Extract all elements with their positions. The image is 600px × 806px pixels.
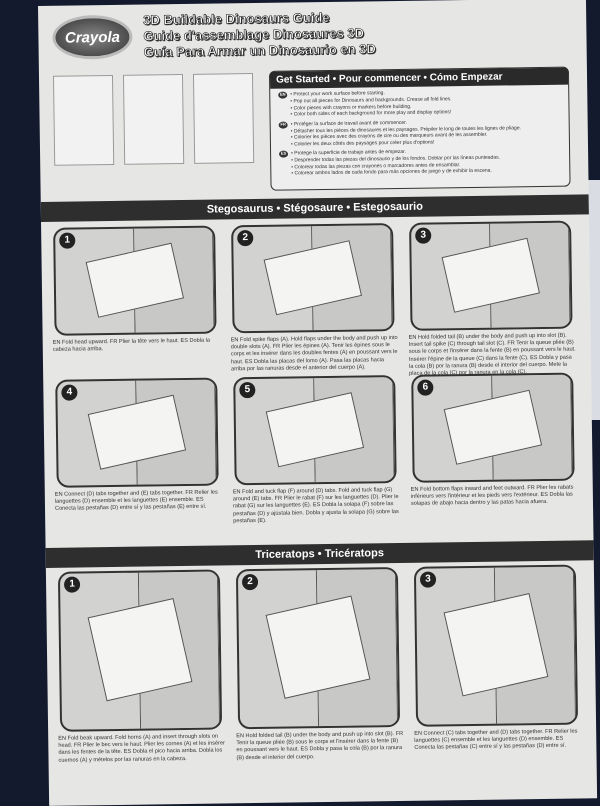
- step-panel: 3: [413, 564, 579, 727]
- title-es: Guía Para Armar un Dinosaurio en 3D: [143, 41, 376, 60]
- step-instructions: EN Connect (C) tabs together and (D) tab…: [414, 728, 578, 752]
- step-instructions: EN Hold folded tail (B) under the body a…: [408, 332, 576, 377]
- instruction-sheet: Crayola 3D Buildable Dinosaurs Guide Gui…: [38, 0, 598, 806]
- triceratops-banner: Triceratops • Tricératops: [45, 540, 594, 568]
- get-started-section: ES• Protege la superficie de trabajo ant…: [279, 147, 561, 177]
- step-number: 4: [61, 384, 78, 401]
- instruction-line: • Protéger la surface de travail avant d…: [290, 119, 407, 127]
- get-started-section: EN• Protect your work surface before sta…: [278, 88, 560, 118]
- get-started-box: Get Started • Pour commencer • Cómo Empe…: [268, 66, 571, 191]
- step-panel: 5: [233, 375, 397, 486]
- language-badge: ES: [279, 150, 289, 158]
- step-number: 3: [419, 571, 437, 588]
- step-number: 6: [417, 379, 434, 396]
- pieces-illustration: [52, 73, 255, 186]
- crayola-logo: Crayola: [52, 14, 133, 60]
- step-number: 1: [63, 576, 81, 593]
- step-number: 3: [415, 227, 432, 244]
- step-instructions: EN Connect (D) tabs together and (E) tab…: [54, 489, 218, 513]
- step-instructions: EN Fold head upward. FR Plier la tête ve…: [52, 337, 211, 354]
- step-instructions: EN Fold beak upward. Fold horns (A) and …: [58, 733, 226, 764]
- step-number: 5: [239, 382, 256, 399]
- step-number: 2: [241, 573, 259, 591]
- step-panel: 2: [235, 567, 401, 730]
- language-badge: FR: [278, 121, 288, 129]
- step-panel: 1: [57, 569, 223, 732]
- stegosaurus-banner: Stegosaurus • Stégosaure • Estegosaurio: [40, 194, 589, 222]
- step-panel: 4: [55, 377, 219, 488]
- step-panel: 1: [53, 225, 217, 336]
- get-started-section: FR• Protéger la surface de travail avant…: [278, 117, 561, 147]
- step-panel: 6: [411, 372, 575, 483]
- guide-titles: 3D Buildable Dinosaurs Guide Guide d'ass…: [143, 9, 376, 60]
- step-instructions: EN Hold folded tail (B) under the body a…: [236, 730, 404, 761]
- step-instructions: EN Fold spike flaps (A). Hold flaps unde…: [230, 335, 398, 373]
- step-instructions: EN Fold and tuck flap (F) around (D) tab…: [232, 487, 399, 525]
- step-number: 2: [237, 230, 254, 247]
- step-instructions: EN Fold bottom flaps inward and feet out…: [410, 484, 574, 508]
- step-number: 1: [59, 232, 76, 249]
- step-panel: 2: [231, 223, 395, 334]
- step-panel: 3: [409, 220, 573, 331]
- language-badge: EN: [278, 91, 288, 99]
